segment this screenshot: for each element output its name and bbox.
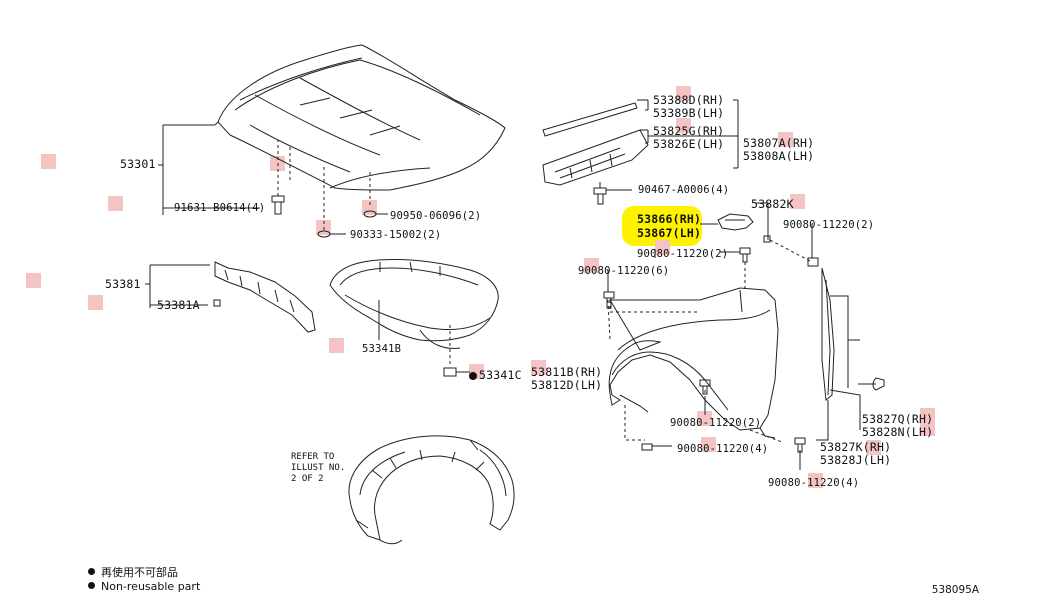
- marker-square: [41, 154, 56, 169]
- insulator-53341B: [329, 259, 499, 349]
- legend-en: Non-reusable part: [88, 580, 200, 593]
- marker-square: [697, 411, 712, 426]
- marker-square: [920, 408, 935, 423]
- highlight-53866: [622, 206, 702, 246]
- label-90080-top-right: 90080-11220(2): [783, 219, 875, 231]
- label-53381A: 53381A: [157, 298, 200, 312]
- legend-en-text: Non-reusable part: [101, 580, 201, 593]
- marker-square: [676, 86, 691, 101]
- label-53827Q: 53827Q(RH): [862, 412, 934, 426]
- marker-square: [778, 132, 793, 147]
- label-53828N: 53828N(LH): [862, 425, 934, 439]
- label-53811B: 53811B(RH): [531, 365, 603, 379]
- marker-square: [531, 360, 546, 375]
- fender-53811B: [608, 287, 779, 439]
- bolt-91631: [271, 195, 285, 215]
- marker-square: [26, 273, 41, 288]
- label-53866: 53866(RH): [637, 212, 702, 226]
- bullet-icon: [88, 568, 95, 575]
- legend-jp: 再使用不可部品: [88, 564, 178, 580]
- marker-square: [701, 437, 716, 452]
- marker-square: [866, 440, 881, 455]
- label-90080-six: 90080-11220(6): [578, 265, 670, 277]
- liner-inner: [348, 435, 515, 545]
- marker-square: [808, 473, 823, 488]
- label-53381: 53381: [105, 277, 141, 291]
- seal-53827K: [821, 267, 835, 401]
- label-53827K: 53827K(RH): [820, 440, 892, 454]
- label-53389B: 53389B(LH): [653, 106, 725, 120]
- label-90333: 90333-15002(2): [350, 229, 442, 241]
- label-90950: 90950-06096(2): [390, 210, 482, 222]
- hood-shape: [217, 44, 506, 191]
- refer-note: REFER TO ILLUST NO. 2 OF 2: [291, 452, 346, 484]
- label-90080-four-b: 90080-11220(4): [768, 477, 860, 489]
- diagram-reference: 538095A: [931, 584, 979, 596]
- marker-square: [790, 194, 805, 209]
- label-53826E: 53826E(LH): [653, 137, 725, 151]
- seal-53381: [214, 261, 316, 333]
- bracket-53866: [717, 213, 754, 231]
- marker-square: [584, 258, 599, 273]
- label-53341B: 53341B: [362, 343, 402, 355]
- seal-53388D: [542, 102, 638, 137]
- label-53301: 53301: [120, 157, 156, 171]
- label-53825G: 53825G(RH): [653, 124, 725, 138]
- marker-square: [655, 240, 670, 255]
- label-53388D: 53388D(RH): [653, 93, 725, 107]
- marker-square: [108, 196, 123, 211]
- marker-square: [676, 118, 691, 133]
- label-90080-mid: 90080-11220(2): [637, 248, 729, 260]
- label-53808A: 53808A(LH): [743, 149, 815, 163]
- label-90467: 90467-A0006(4): [638, 184, 730, 196]
- marker-square: [88, 295, 103, 310]
- label-90080-low: 90080-11220(2): [670, 417, 762, 429]
- bullet-icon: [88, 582, 95, 589]
- marker-square: [329, 338, 344, 353]
- label-53867: 53867(LH): [637, 226, 702, 240]
- label-53812D: 53812D(LH): [531, 378, 603, 392]
- label-90080-four-a: 90080-11220(4): [677, 443, 769, 455]
- label-91631: 91631-B0614(4): [174, 202, 266, 214]
- marker-square: [920, 421, 935, 436]
- label-53828J: 53828J(LH): [820, 453, 892, 467]
- label-53807A: 53807A(RH): [743, 136, 815, 150]
- bracket-53825G: [542, 129, 649, 186]
- label-53882K: 53882K: [751, 197, 794, 211]
- label-53341C: 53341C: [479, 368, 522, 382]
- legend-jp-text: 再使用不可部品: [101, 566, 178, 579]
